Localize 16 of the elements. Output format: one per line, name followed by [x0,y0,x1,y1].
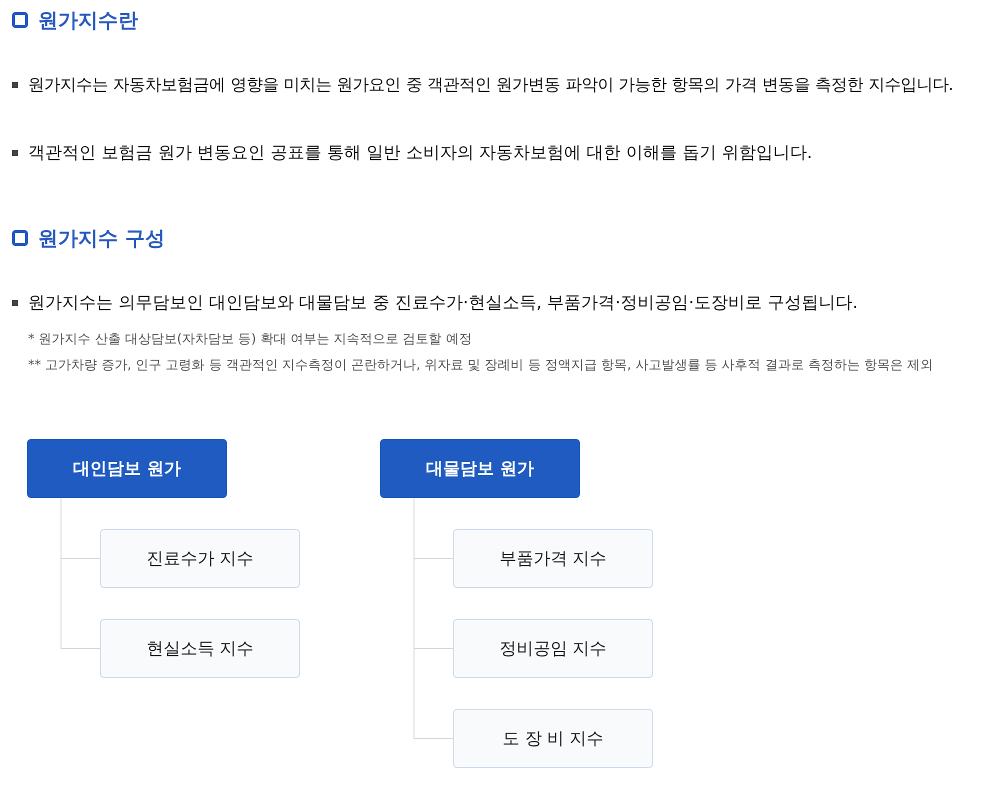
index-box: 정비공임 지수 [453,619,653,678]
section-heading: 원가지수 구성 [38,225,165,251]
category-box: 대인담보 원가 [27,439,227,498]
section-heading: 원가지수란 [38,7,138,33]
category-box: 대물담보 원가 [380,439,580,498]
index-box: 현실소득 지수 [100,619,300,678]
index-box: 부품가격 지수 [453,529,653,588]
bullet-text: 원가지수는 의무담보인 대인담보와 대물담보 중 진료수가·현실소득, 부품가격·정비공임·도장비로 구성됩니다. [28,292,858,314]
index-box: 도 장 비 지수 [453,709,653,768]
connector-line [414,498,454,739]
connector-line [60,498,100,649]
index-box: 진료수가 지수 [100,529,300,588]
footnote: ** 고가차량 증가, 인구 고령화 등 객관적인 지수측정이 곤란하거나, 위자료 및 장례비 등 정액지급 항목, 사고발생률 등 사후적 결과로 측정하는 항목은 제외 [28,357,934,375]
footnote: * 원가지수 산출 대상담보(자차담보 등) 확대 여부는 지속적으로 검토할 예정 [28,331,472,349]
bullet-text: 원가지수는 자동차보험금에 영향을 미치는 원가요인 중 객관적인 원가변동 파악이 가능한 항목의 가격 변동을 측정한 지수입니다. [28,74,954,96]
bullet-text: 객관적인 보험금 원가 변동요인 공표를 통해 일반 소비자의 자동차보험에 대한 이해를 돕기 위함입니다. [28,142,812,164]
